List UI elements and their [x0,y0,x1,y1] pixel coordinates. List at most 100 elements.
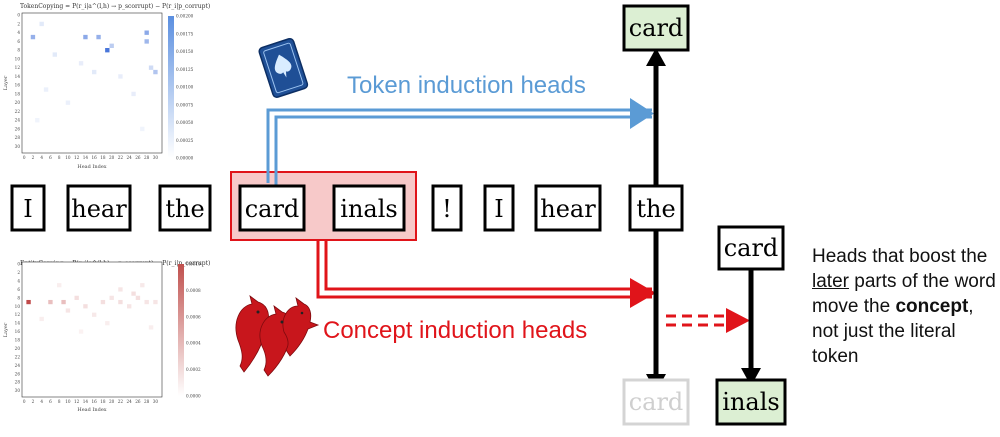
heatmap-y-tick: 30 [15,388,21,393]
heatmap-x-tick: 16 [92,399,98,404]
colorbar-ticks: 0.002000.001750.001500.001250.001000.000… [176,14,194,161]
heatmap-y-tick: 6 [17,287,20,292]
right-card-box [717,225,785,271]
heatmap-y-tick: 12 [15,312,21,317]
heatmap-x-tick: 22 [118,155,124,160]
right-inals-prediction: inals [722,388,779,416]
heatmap-y-tick: 20 [15,346,21,351]
heatmap-cell [144,39,149,44]
heatmap-cell [65,100,71,105]
heatmap-cell [118,287,123,292]
heatmap-xlabel: Head Index [77,164,106,170]
heatmap-y-tick: 8 [17,48,20,53]
token-box-frame [332,184,406,232]
heatmap-x-tick: 10 [65,399,71,404]
heatmap-cell [57,283,62,288]
token-box-frame [66,184,132,232]
colorbar-tick: 0.0008 [186,288,201,293]
colorbar-tick: 0.00125 [176,67,194,72]
heatmap-x-tick: 18 [100,399,106,404]
heatmap-y-tick: 8 [17,295,20,300]
heatmap-cell [35,118,40,123]
heatmap-cell [83,304,88,309]
heatmap-cell [92,69,97,75]
heatmap-frame [21,12,163,154]
token-text: inals [340,195,397,223]
heatmap-x-tick: 18 [100,155,106,160]
heatmap-y-tick: 18 [15,91,21,96]
note-later-word: later [812,271,849,292]
token-box: ! [431,184,463,232]
heatmap-x-tick: 0 [23,399,26,404]
heatmap-cells [26,283,158,334]
heatmap-x-tick: 2 [32,155,35,160]
heatmap-y-tick: 26 [15,126,21,131]
heatmap-cell [131,291,136,296]
colorbar-tick: 0.00175 [176,31,194,36]
heatmap-y-tick: 24 [15,118,21,123]
heatmap-cell [118,299,123,305]
token-box-frame [238,184,306,232]
token-text: ! [442,195,452,223]
concept-induction-arrow [316,240,656,308]
colorbar-tick: 0.00100 [176,85,194,90]
heatmap-y-tick: 14 [15,74,21,79]
heatmap-colorbar [178,264,184,396]
concept-column-arrow [741,266,761,386]
heatmap-cell [43,87,49,92]
heatmap-x-tick: 22 [118,399,124,404]
heatmap-cell [74,295,79,300]
token-text: I [23,195,32,223]
token-induction-label: Token induction heads [347,72,586,99]
token-box-frame [10,184,46,232]
heatmap-cell [100,299,106,305]
token-box: the [158,184,212,232]
heatmap-y-tick: 22 [15,109,21,114]
token-text: hear [71,195,127,223]
heatmap-y-tick: 22 [15,354,21,359]
token-box-frame [431,184,463,232]
heatmap-y-tick: 2 [17,21,20,26]
heatmap-cell [144,30,149,35]
heatmap-y-tick: 6 [17,39,20,44]
heatmap-x-tick: 10 [65,155,71,160]
heatmap-cell [26,299,31,305]
token-box: I [10,184,46,232]
heatmap-y-tick: 16 [15,329,21,334]
heatmap-cell [148,65,154,70]
heatmap-y-tick: 0 [17,13,20,18]
heatmap-cells [30,21,158,132]
heatmap-title: TokenCopying = P(r_i|a^(l,h) → p_scorrup… [20,3,210,10]
colorbar-tick: 0.00200 [176,14,194,19]
heatmap-cell [148,325,154,330]
token-text: I [494,195,503,223]
token-box: the [628,184,684,232]
heatmap-y-tick: 10 [15,56,21,61]
concept-induction-label: Concept induction heads [323,317,587,344]
heatmap-x-tick: 8 [58,399,61,404]
heatmap-y-tick: 14 [15,321,21,326]
token-copying-heatmap: TokenCopying = P(r_i|a^(l,h) → p_scorrup… [3,3,210,170]
heatmap-cell [83,34,88,40]
note-concept-word: concept [895,296,969,317]
note-text-2: parts of the word move the [812,271,996,317]
heatmap-x-tick: 28 [144,399,150,404]
heatmap-cell [65,308,71,313]
concept-shift-dashed-arrow [666,308,750,333]
heatmap-cell [118,74,123,79]
heatmap-cell [140,126,145,132]
faded-card-box [622,378,690,426]
heatmap-x-tick: 2 [32,399,35,404]
entity-copying-heatmap: EntityCopying = P(r_i|a^(l,h) → p_scorru… [3,260,210,413]
token-box: I [483,184,515,232]
heatmap-y-tick: 28 [15,135,21,140]
note-text: Heads that boost the [812,246,988,267]
heatmap-cell [39,316,44,322]
heatmap-y-tick: 20 [15,100,21,105]
heatmap-cell [78,329,84,334]
explanation-note: Heads that boost the later parts of the … [812,244,998,369]
